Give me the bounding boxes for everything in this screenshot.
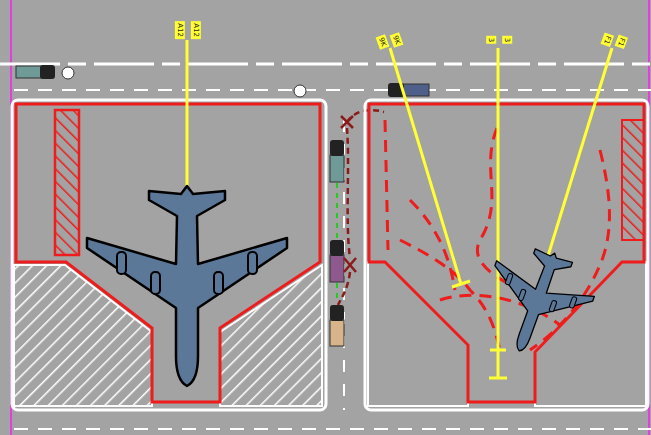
stand-flag-label: F1: [614, 34, 628, 49]
stand-flag-label: A12: [191, 21, 201, 39]
stand-flag-label: 9K: [376, 34, 390, 50]
stand-flag-label: 3: [502, 36, 512, 44]
stand-flag-label: 3: [486, 36, 496, 44]
stand-flag-label: 9K: [390, 32, 404, 48]
stand-flag-label: A12: [175, 21, 185, 39]
stand-flag-label: F1: [600, 32, 614, 47]
